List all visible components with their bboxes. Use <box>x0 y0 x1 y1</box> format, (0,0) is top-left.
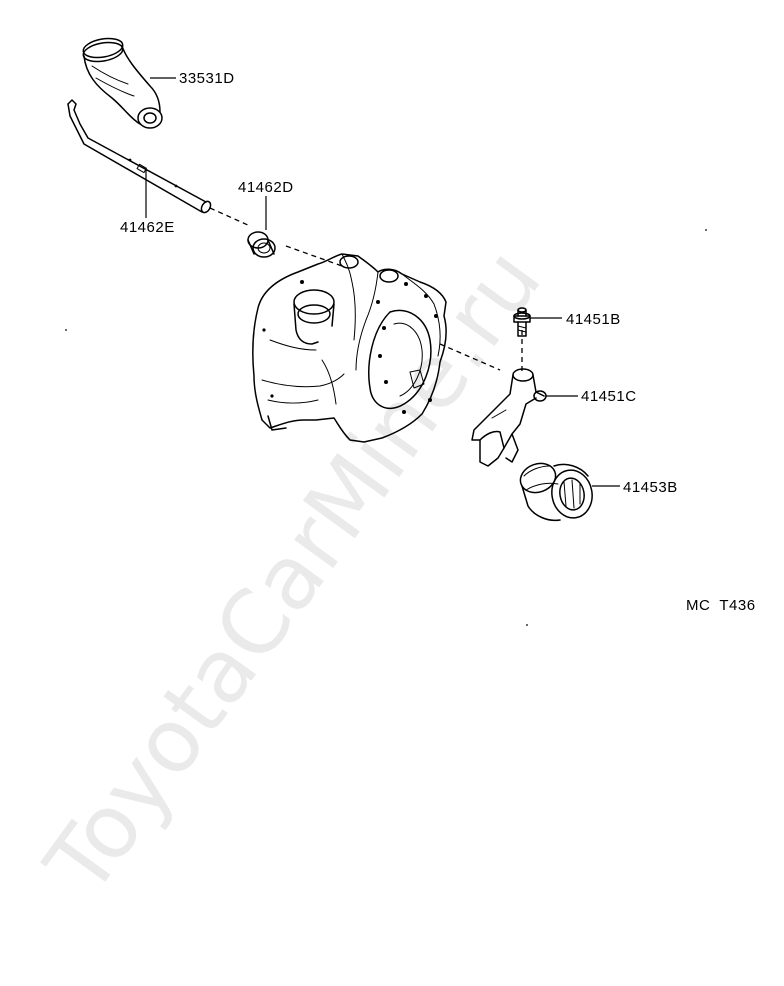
assembly-line-rod <box>209 207 343 267</box>
shift-fork-drawing <box>471 368 547 467</box>
assembly-line-fork <box>439 343 501 371</box>
part-label-41462D: 41462D <box>238 179 294 196</box>
sleeve-drawing <box>519 462 593 522</box>
watermark-text: ToyotaCarMine.ru <box>25 230 561 913</box>
bushing-drawing <box>247 231 276 258</box>
part-label-41453B: 41453B <box>623 479 678 496</box>
bolt-drawing <box>513 307 531 337</box>
part-label-33531D: 33531D <box>179 70 235 87</box>
part-label-41451B: 41451B <box>566 311 621 328</box>
part-label-41451C: 41451C <box>581 388 637 405</box>
shift-rod-drawing <box>67 99 212 214</box>
part-label-41462E: 41462E <box>120 219 175 236</box>
transmission-case-drawing <box>252 253 447 443</box>
shift-lever-boot-drawing <box>82 37 163 129</box>
sheet-code: MC T436 <box>686 597 756 614</box>
